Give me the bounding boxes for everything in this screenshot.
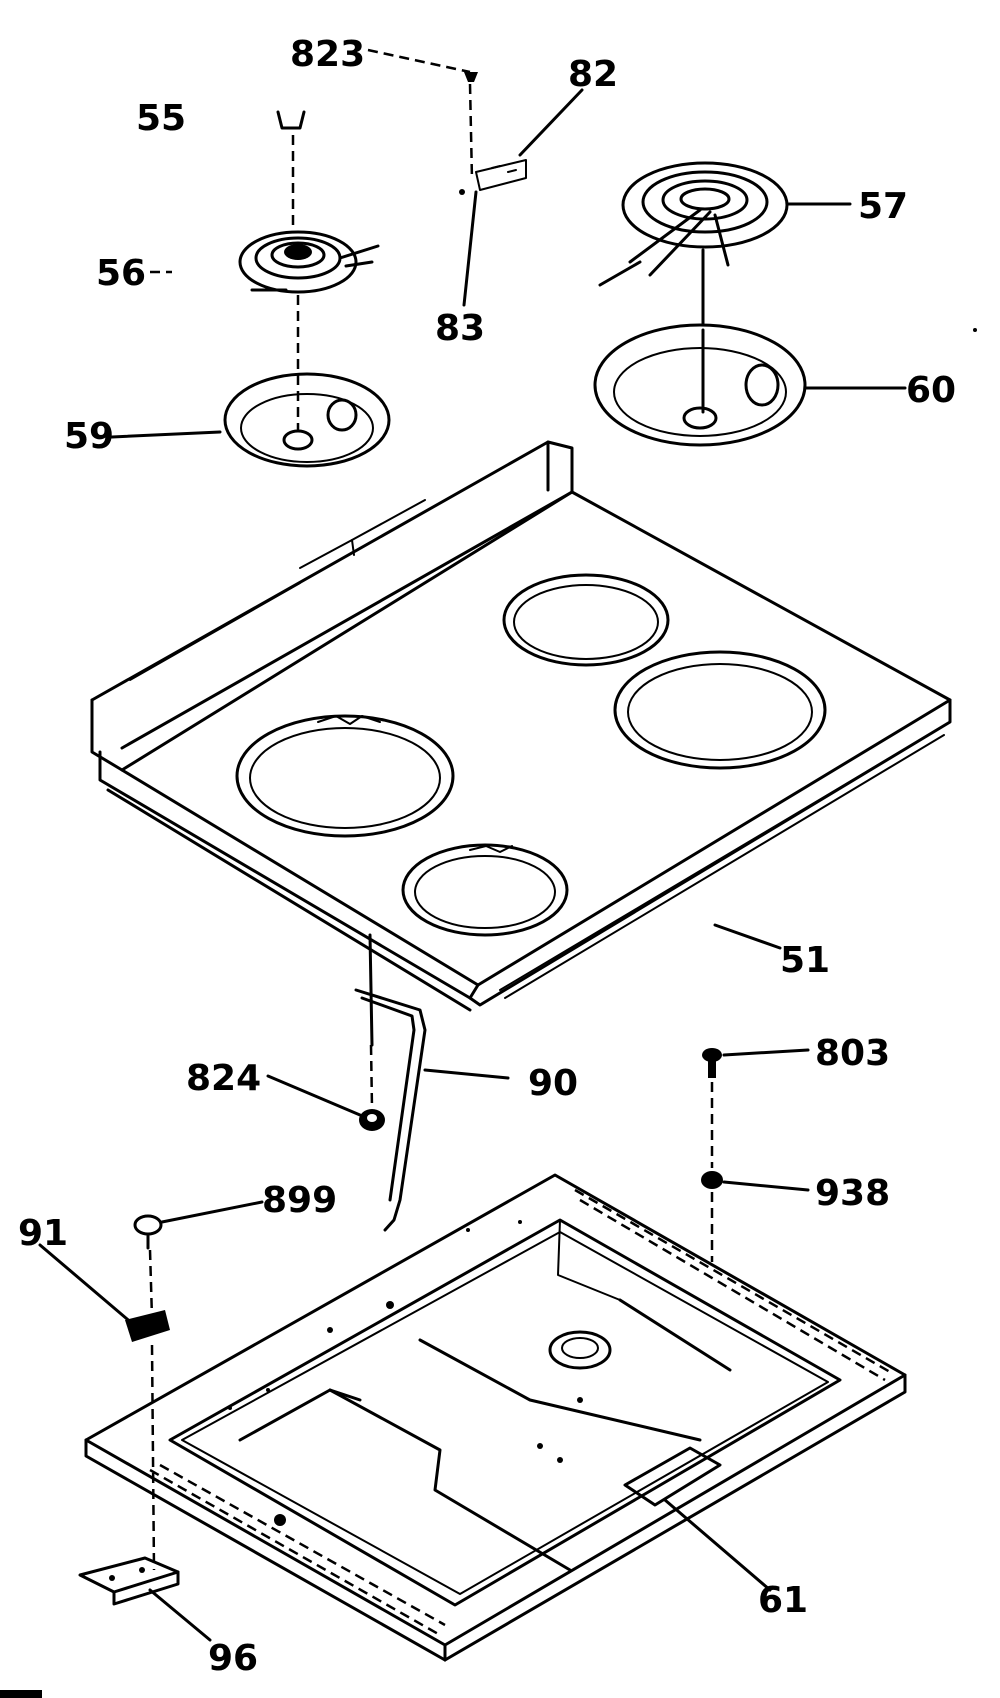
burner-opening-rear-right — [502, 573, 670, 667]
screw-axis — [468, 83, 474, 181]
large-surface-element — [598, 161, 789, 287]
label-803: 803 — [815, 1033, 890, 1074]
label-83: 83 — [435, 308, 485, 349]
screw-824 — [359, 1109, 385, 1131]
leader-938 — [722, 1180, 810, 1192]
scan-edge-mark — [0, 1690, 42, 1698]
bracket-96 — [78, 1556, 180, 1606]
screw-axis-824b — [369, 1044, 374, 1109]
leader-51 — [713, 923, 782, 950]
grommet-938 — [701, 1171, 723, 1189]
label-899: 899 — [262, 1180, 337, 1221]
burner-box — [84, 1173, 907, 1662]
label-59: 59 — [64, 416, 114, 457]
leader-61 — [663, 1498, 772, 1592]
part-labels: 823 82 55 56 83 57 59 60 51 824 90 803 9… — [18, 34, 956, 1679]
leader-59 — [110, 430, 222, 439]
screw-bracket-group — [367, 48, 584, 307]
large-burner-assembly — [593, 161, 977, 447]
small-drip-pan — [223, 372, 391, 468]
screw-899 — [133, 1214, 163, 1250]
label-96: 96 — [208, 1638, 258, 1679]
label-60: 60 — [906, 370, 956, 411]
cooktop-maintop — [90, 440, 952, 1012]
label-56: 56 — [96, 253, 146, 294]
speck — [973, 328, 977, 332]
label-90: 90 — [528, 1063, 578, 1104]
label-61: 61 — [758, 1580, 808, 1621]
leader-824 — [266, 1074, 362, 1117]
leader-83 — [462, 190, 478, 307]
label-91: 91 — [18, 1213, 68, 1254]
small-burner-assembly — [223, 110, 391, 468]
burner-opening-front-left — [401, 843, 569, 937]
screw-axis-899 — [148, 1249, 154, 1319]
burner-opening-rear-left — [235, 714, 455, 838]
screw-803 — [702, 1048, 722, 1078]
screw-axis-824 — [368, 933, 374, 1047]
large-drip-pan — [593, 323, 807, 447]
wire-harness-rod — [354, 988, 427, 1232]
label-823: 823 — [290, 34, 365, 75]
label-824: 824 — [186, 1058, 261, 1099]
bracket — [459, 159, 527, 195]
leader-90 — [423, 1068, 510, 1080]
label-938: 938 — [815, 1173, 890, 1214]
leader-899 — [160, 1200, 264, 1224]
small-surface-element — [238, 230, 380, 294]
label-57: 57 — [858, 186, 908, 227]
clip-91 — [125, 1310, 170, 1342]
leader-823 — [367, 48, 471, 74]
terminal-clip — [276, 110, 306, 130]
label-55: 55 — [136, 98, 186, 139]
clip-axis — [150, 1344, 156, 1571]
label-51: 51 — [780, 940, 830, 981]
screw-head — [464, 72, 478, 82]
leader-803 — [722, 1048, 810, 1057]
leader-82 — [518, 88, 584, 157]
label-82: 82 — [568, 54, 618, 95]
burner-opening-front-right — [613, 650, 827, 770]
leader-91 — [38, 1243, 142, 1332]
leader-96 — [148, 1588, 212, 1642]
